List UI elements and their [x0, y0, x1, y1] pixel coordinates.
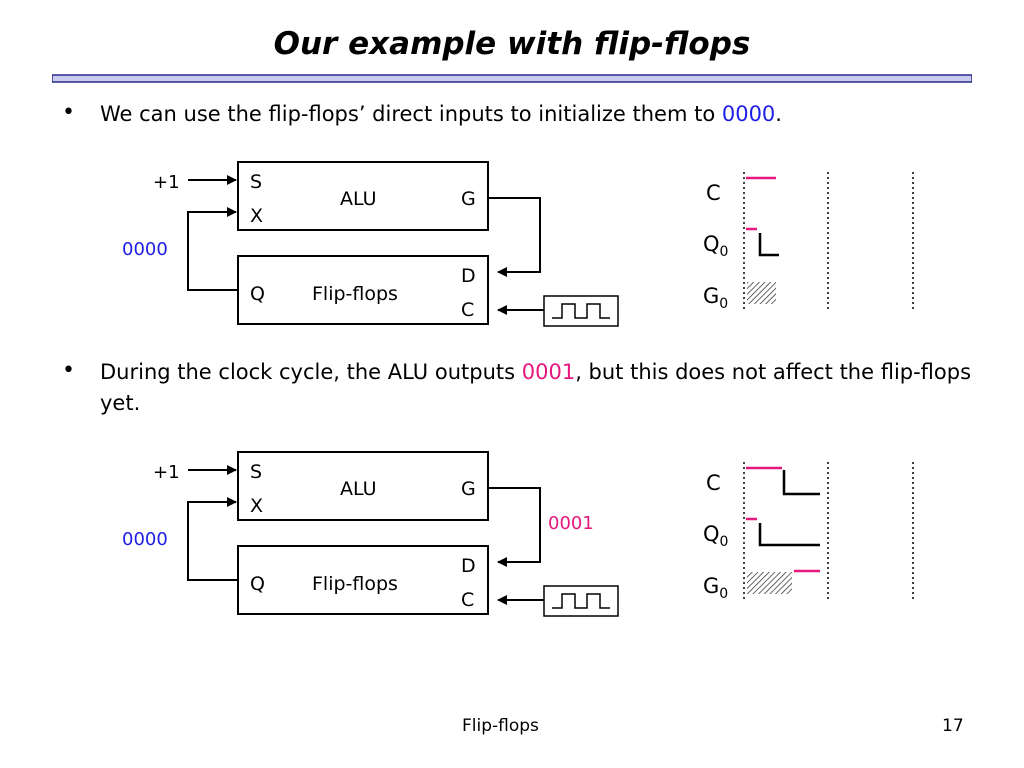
ff-d-port: D: [461, 555, 476, 577]
initial-value-label: 0000: [122, 529, 168, 550]
page-number: 17: [942, 716, 964, 736]
ff-c-port: C: [461, 299, 474, 321]
bullet-2: During the clock cycle, the ALU outputs …: [100, 360, 972, 415]
ff-d-port: D: [461, 265, 476, 287]
alu-s-port: S: [250, 461, 262, 483]
ff-c-port: C: [461, 589, 474, 611]
ff-label: Flip-flops: [312, 573, 398, 595]
clock-signal-low: [782, 470, 820, 496]
flip-flop-block: Q Flip-flops D C: [237, 255, 489, 325]
alu-s-port: S: [250, 171, 262, 193]
plus-one-input: +1: [153, 172, 180, 193]
alu-g-port: G: [461, 478, 476, 500]
clock-source: [543, 585, 619, 617]
timing-label-q: Q0: [703, 522, 728, 550]
diagram-1: S X ALU G Q Flip-flops D C +1 0000 C Q0 …: [122, 161, 914, 327]
q0-signal-low: [758, 233, 779, 257]
timing-diagram-1: C Q0 G0: [703, 172, 914, 312]
g0-undefined-region: [747, 572, 792, 594]
timing-label-q: Q0: [703, 232, 728, 260]
alu-x-port: X: [250, 205, 263, 227]
ff-q-port: Q: [250, 573, 265, 595]
alu-label: ALU: [340, 478, 377, 500]
ff-q-port: Q: [250, 283, 265, 305]
q0-signal-low: [758, 523, 820, 547]
alu-block: S X ALU G: [237, 161, 489, 231]
plus-one-input: +1: [153, 462, 180, 483]
clock-source: [543, 295, 619, 327]
diagram-2: S X ALU G Q Flip-flops D C +1 0001 0000 …: [122, 451, 914, 617]
timing-label-g: G0: [703, 284, 728, 312]
flip-flop-block: Q Flip-flops D C: [237, 545, 489, 615]
alu-output-highlight: 0001: [521, 360, 576, 384]
g-to-d-wire: [488, 197, 541, 277]
initial-value-label: 0000: [122, 239, 168, 260]
timing-label-c: C: [706, 471, 721, 495]
footer-section-title: Flip-flops: [462, 716, 539, 736]
title-divider: [52, 74, 972, 83]
alu-block: S X ALU G: [237, 451, 489, 521]
slide-title: Our example with flip-flops: [273, 26, 751, 62]
timing-label-c: C: [706, 181, 721, 205]
g-to-d-wire: [488, 487, 541, 567]
ff-label: Flip-flops: [312, 283, 398, 305]
bullet-1: We can use the flip-flops’ direct inputs…: [100, 102, 782, 126]
g0-undefined-region: [747, 282, 776, 304]
timing-label-g: G0: [703, 574, 728, 602]
alu-label: ALU: [340, 188, 377, 210]
alu-output-label: 0001: [548, 513, 594, 534]
timing-diagram-2: C Q0 G0: [703, 462, 914, 602]
q-to-x-wire: [187, 207, 238, 291]
alu-g-port: G: [461, 188, 476, 210]
alu-x-port: X: [250, 495, 263, 517]
bullet-marker: •: [62, 100, 75, 125]
bullet-marker: •: [62, 358, 75, 383]
q-to-x-wire: [187, 497, 238, 581]
init-value-highlight: 0000: [721, 102, 776, 126]
